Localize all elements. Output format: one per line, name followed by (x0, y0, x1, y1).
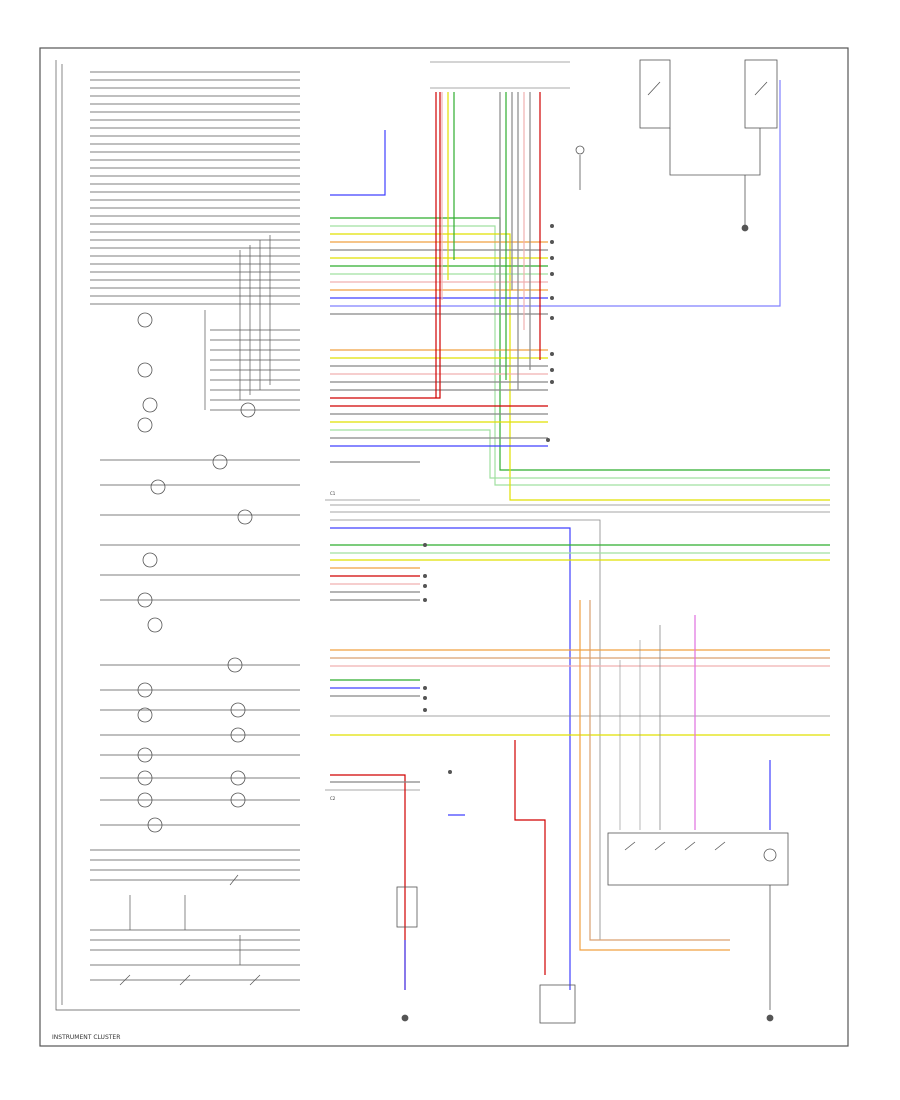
footer-title: INSTRUMENT CLUSTER (52, 1034, 121, 1041)
door-switches (575, 59, 778, 232)
connector-c1-label: C1 (330, 491, 336, 496)
lower-components (396, 832, 789, 1024)
cluster-indicator-lamps (137, 312, 256, 833)
connector-c2-label: C2 (330, 796, 336, 801)
colored-wires-top-connector (330, 92, 541, 398)
main-connector-column (325, 61, 570, 791)
instrument-cluster-block (55, 60, 300, 1011)
splice-dots (423, 224, 554, 774)
colored-wires-upper (330, 80, 830, 501)
colored-wires-lower (330, 504, 830, 990)
diagram-border (39, 47, 849, 1047)
